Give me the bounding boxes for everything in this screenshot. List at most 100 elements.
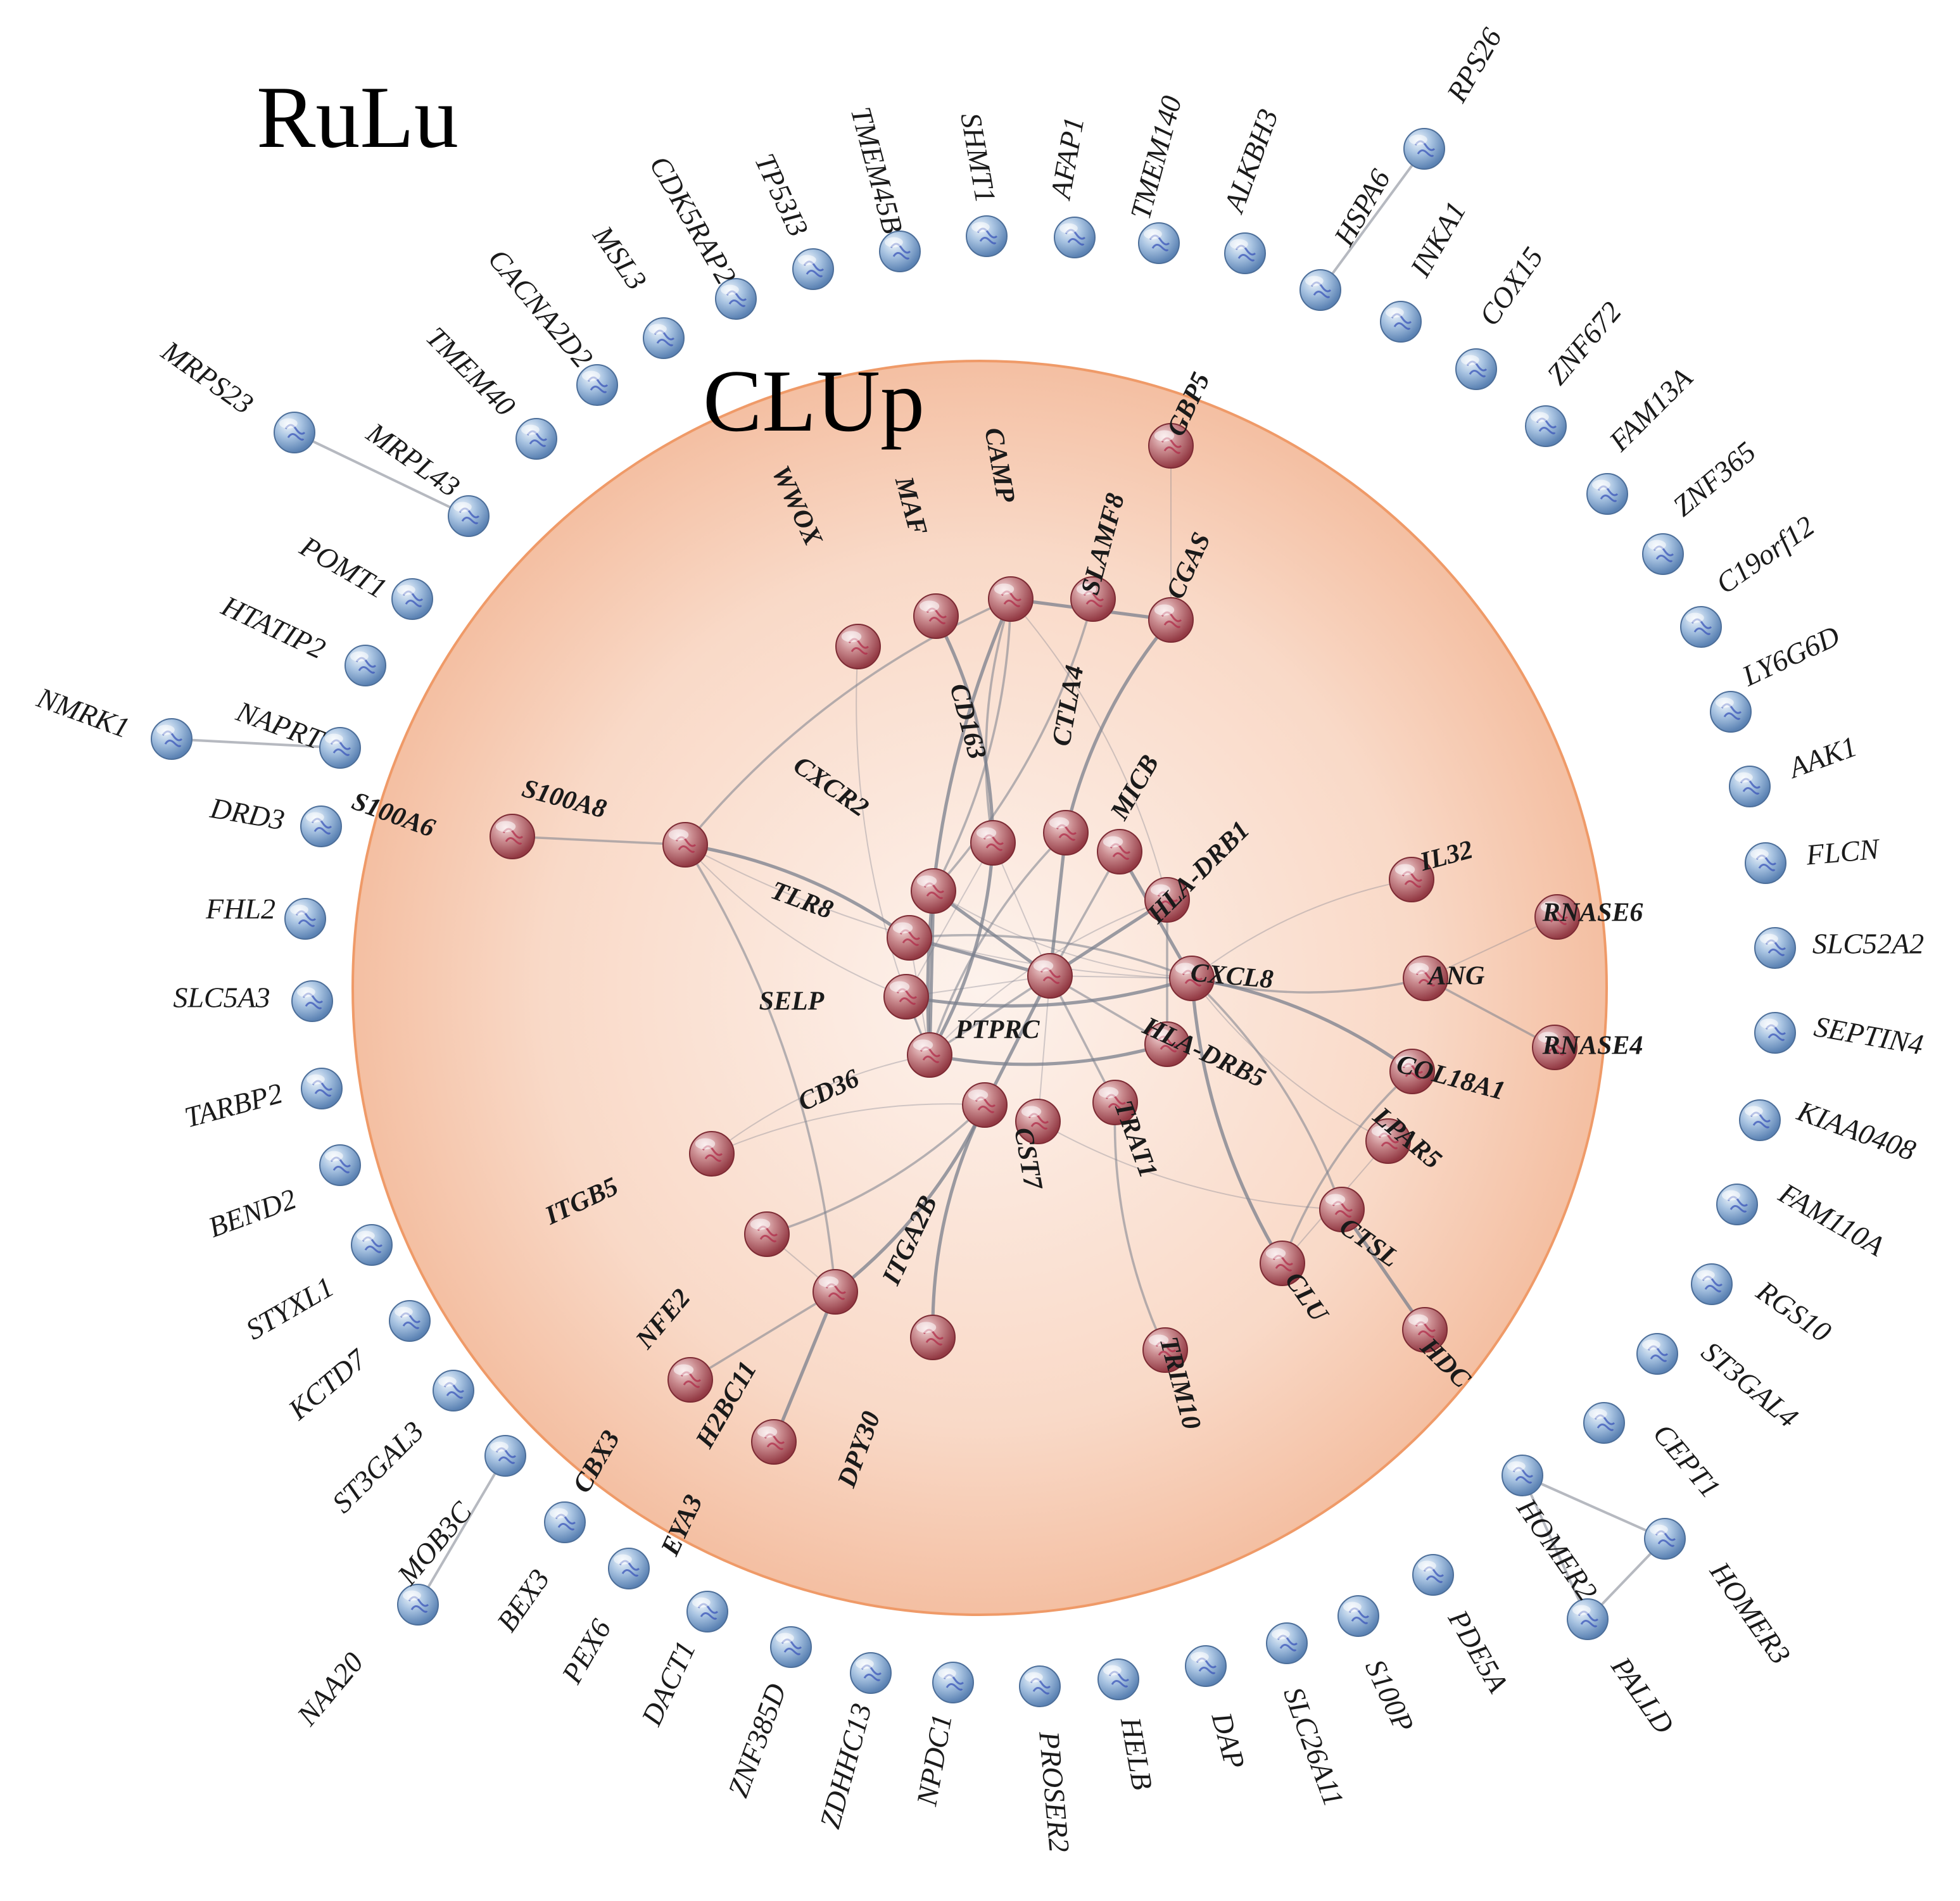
node-slc5a3[interactable] (291, 980, 333, 1022)
node-afap1[interactable] (1054, 217, 1096, 258)
node-ptprc[interactable] (1027, 953, 1073, 999)
node-cxcl8[interactable] (1169, 956, 1215, 1001)
node-tlr8[interactable] (887, 915, 932, 961)
node-znf365[interactable] (1642, 533, 1684, 575)
node-homer3[interactable] (1644, 1518, 1686, 1560)
node-slamf8[interactable] (1070, 576, 1116, 622)
node-slc52a2[interactable] (1754, 927, 1796, 969)
node-dpy30[interactable] (910, 1315, 956, 1360)
node-msl3[interactable] (643, 317, 685, 359)
label-cdk5rap2: CDK5RAP2 (643, 150, 743, 289)
node-fhl2[interactable] (284, 898, 326, 940)
edge-rps26-hspa6 (1319, 148, 1426, 291)
node-selp[interactable] (883, 974, 929, 1020)
node-s100a6[interactable] (490, 814, 535, 859)
node-septin4[interactable] (1754, 1012, 1796, 1054)
node-shmt1[interactable] (966, 215, 1008, 257)
node-aak1[interactable] (1729, 766, 1771, 807)
node-cept1[interactable] (1583, 1402, 1625, 1444)
node-gbp5[interactable] (1148, 423, 1194, 469)
node-mob3c[interactable] (484, 1435, 526, 1477)
node-cd36[interactable] (907, 1032, 952, 1078)
node-flcn[interactable] (1745, 842, 1786, 884)
node-znf672[interactable] (1525, 405, 1567, 447)
node-mrpl43[interactable] (448, 495, 490, 537)
node-itga2b[interactable] (962, 1082, 1008, 1128)
node-hspa6[interactable] (1299, 269, 1341, 311)
node-cdk5rap2[interactable] (715, 278, 757, 320)
node-rnase4[interactable] (1532, 1025, 1577, 1070)
node-s100a8[interactable] (662, 822, 708, 868)
node-inka1[interactable] (1380, 301, 1422, 343)
node-rnase6[interactable] (1534, 894, 1580, 940)
node-hla-drb5[interactable] (1144, 1021, 1190, 1067)
node-palld[interactable] (1567, 1598, 1609, 1640)
node-bex3[interactable] (544, 1501, 586, 1543)
node-proser2[interactable] (1019, 1665, 1061, 1707)
node-rps26[interactable] (1403, 128, 1445, 170)
node-slc26a11[interactable] (1266, 1622, 1308, 1664)
node-znf385d[interactable] (770, 1626, 812, 1668)
node-trat1[interactable] (1092, 1080, 1138, 1125)
node-helb[interactable] (1097, 1658, 1139, 1700)
node-npdc1[interactable] (932, 1662, 974, 1703)
node-nfe2[interactable] (744, 1211, 790, 1257)
node-zdhhc13[interactable] (850, 1652, 892, 1694)
node-h2bc11[interactable] (812, 1269, 858, 1315)
node-ly6g6d[interactable] (1710, 691, 1752, 733)
node-cst7[interactable] (1015, 1099, 1061, 1144)
node-rgs10[interactable] (1691, 1263, 1733, 1305)
node-fam110a[interactable] (1716, 1184, 1758, 1225)
node-hdc[interactable] (1402, 1307, 1448, 1353)
node-kctd7[interactable] (389, 1300, 431, 1342)
node-dap[interactable] (1185, 1645, 1227, 1687)
node-pde5a[interactable] (1412, 1554, 1454, 1596)
node-cgas[interactable] (1148, 597, 1194, 643)
node-itgb5[interactable] (689, 1131, 735, 1177)
node-eya3[interactable] (751, 1419, 797, 1465)
node-tmem45b[interactable] (879, 231, 921, 272)
node-highlight (721, 284, 739, 295)
node-ang[interactable] (1403, 956, 1448, 1001)
node-mrps23[interactable] (274, 412, 315, 453)
node-ctla4[interactable] (1043, 810, 1089, 856)
node-bend2[interactable] (319, 1144, 361, 1186)
node-camp[interactable] (988, 576, 1034, 622)
node-s100p[interactable] (1337, 1595, 1379, 1637)
node-trim10[interactable] (1142, 1327, 1188, 1373)
node-ctsl[interactable] (1319, 1187, 1365, 1232)
node-drd3[interactable] (300, 805, 342, 847)
node-cxcr2[interactable] (911, 868, 956, 914)
node-hla-drb1[interactable] (1144, 877, 1190, 923)
node-styxl1[interactable] (351, 1224, 393, 1266)
node-htatip2[interactable] (345, 645, 386, 686)
node-naa20[interactable] (397, 1584, 439, 1626)
node-il32[interactable] (1389, 857, 1434, 902)
node-kiaa0408[interactable] (1739, 1099, 1781, 1141)
node-wwox[interactable] (835, 624, 881, 669)
node-cd163[interactable] (970, 820, 1016, 866)
node-tmem40[interactable] (515, 418, 557, 460)
node-pomt1[interactable] (391, 578, 433, 620)
node-c19orf12[interactable] (1680, 606, 1722, 648)
node-lpar5[interactable] (1365, 1118, 1411, 1164)
node-tp53i3[interactable] (792, 248, 834, 290)
node-cacna2d2[interactable] (576, 364, 618, 406)
node-dact1[interactable] (686, 1591, 728, 1633)
node-st3gal4[interactable] (1636, 1333, 1678, 1375)
node-naprt[interactable] (319, 727, 361, 769)
node-pex6[interactable] (608, 1548, 650, 1589)
node-maf[interactable] (913, 593, 959, 639)
node-fam13a[interactable] (1586, 473, 1628, 515)
node-micb[interactable] (1097, 829, 1142, 875)
node-tmem140[interactable] (1138, 222, 1180, 264)
node-nmrk1[interactable] (151, 718, 193, 760)
node-cbx3[interactable] (667, 1357, 713, 1403)
node-tarbp2[interactable] (301, 1068, 343, 1109)
node-alkbh3[interactable] (1224, 232, 1266, 274)
node-st3gal3[interactable] (433, 1370, 474, 1412)
node-clu[interactable] (1260, 1241, 1305, 1286)
node-homer2[interactable] (1502, 1455, 1543, 1496)
node-cox15[interactable] (1455, 348, 1497, 390)
node-col18a1[interactable] (1389, 1049, 1435, 1094)
